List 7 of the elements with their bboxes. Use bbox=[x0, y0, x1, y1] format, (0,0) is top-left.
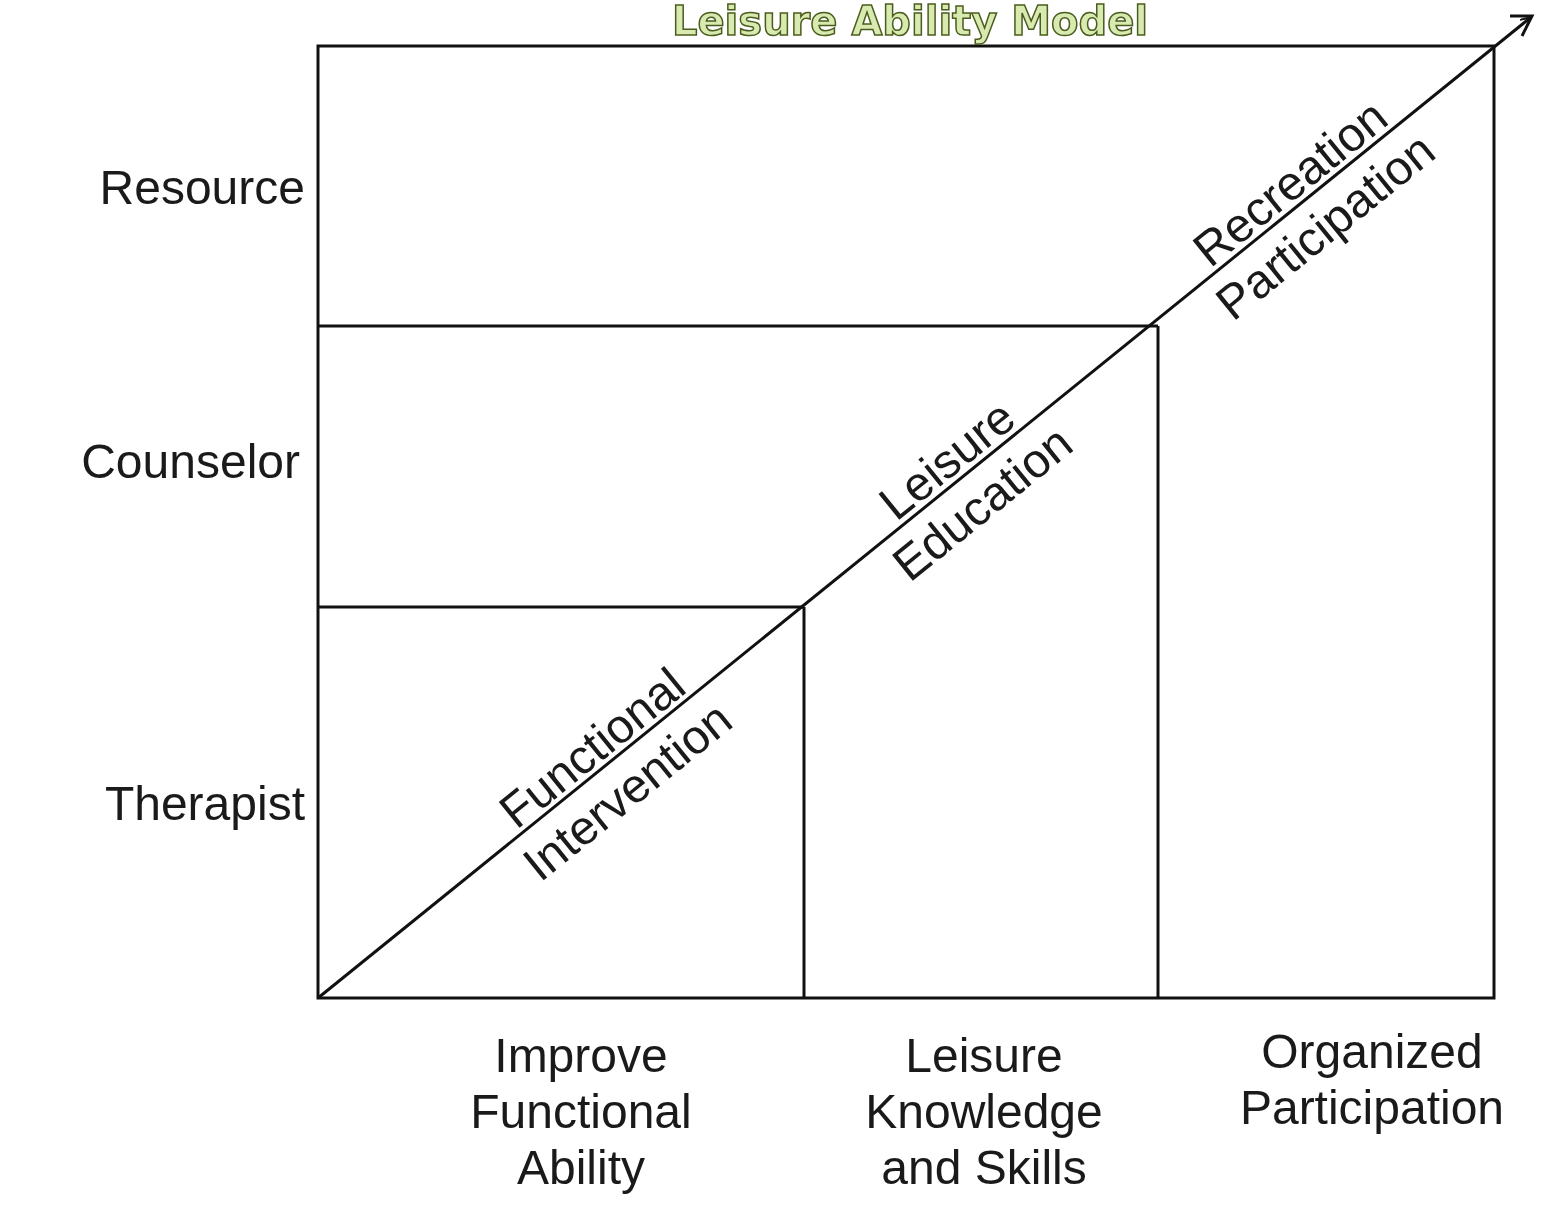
column-label: Improve Functional Ability bbox=[469, 1028, 693, 1196]
title: Leisure Ability Model bbox=[671, 0, 1149, 44]
row-label: Counselor bbox=[80, 434, 300, 490]
row-label: Therapist bbox=[103, 776, 305, 832]
column-label: Leisure Knowledge and Skills bbox=[864, 1028, 1104, 1196]
row-label: Resource bbox=[98, 160, 305, 216]
column-label: Organized Participation bbox=[1238, 1024, 1506, 1136]
